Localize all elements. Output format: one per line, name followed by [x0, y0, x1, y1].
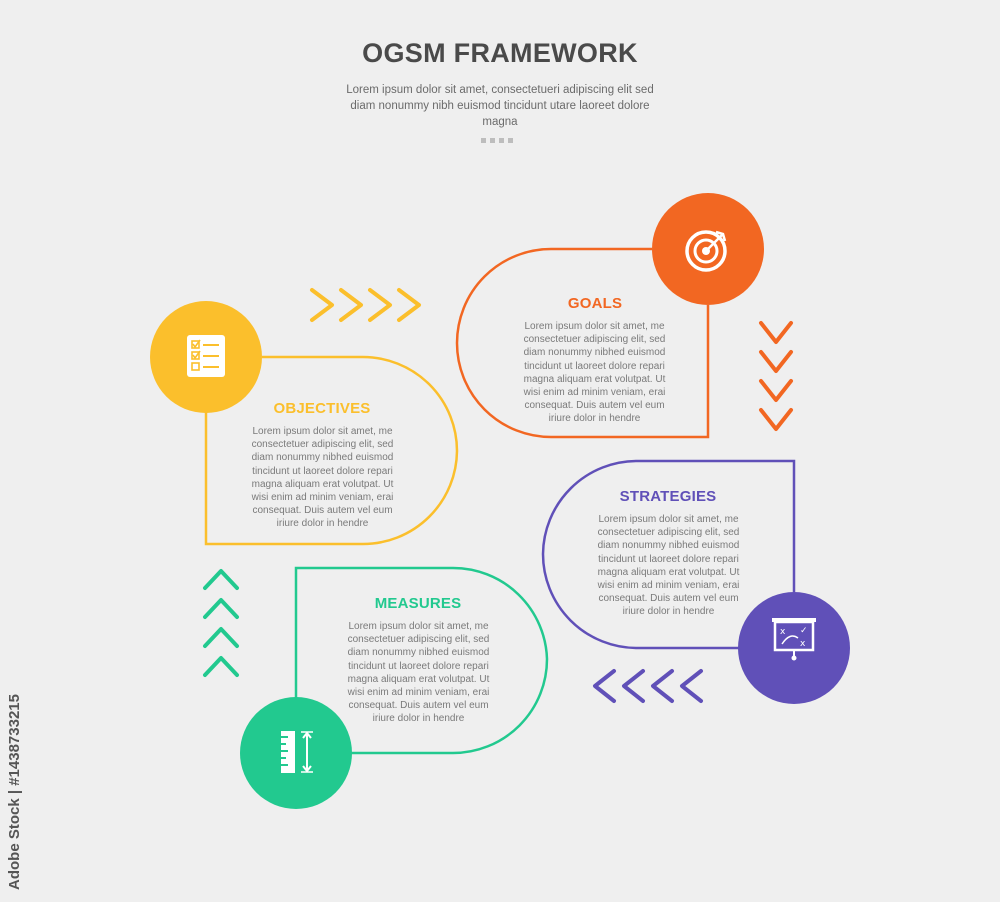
- goals-frame: [455, 247, 710, 439]
- measures-body: Lorem ipsum dolor sit amet, me consectet…: [347, 621, 490, 725]
- strategy-board-icon: x ✓ x: [772, 618, 816, 661]
- chevrons-right: [310, 288, 421, 322]
- objectives-body: Lorem ipsum dolor sit amet, me consectet…: [251, 426, 394, 530]
- measures-title: MEASURES: [374, 595, 462, 612]
- measures-circle: [240, 697, 352, 809]
- goals-title: GOALS: [567, 295, 623, 312]
- checklist-icon: [187, 335, 225, 377]
- svg-text:x: x: [780, 627, 786, 637]
- page-subtitle: Lorem ipsum dolor sit amet, consectetuer…: [346, 84, 654, 128]
- ruler-measure-icon: [281, 731, 313, 773]
- svg-text:✓: ✓: [800, 626, 808, 636]
- strategies-frame: [541, 459, 796, 650]
- strategies-title: STRATEGIES: [619, 488, 717, 505]
- page-title: OGSM FRAMEWORK: [362, 38, 638, 68]
- chevrons-left: [593, 669, 703, 703]
- goals-body: Lorem ipsum dolor sit amet, me consectet…: [523, 321, 666, 425]
- header-dots: [481, 138, 513, 143]
- stock-watermark: Adobe Stock | #1438733215: [6, 694, 23, 890]
- measures-frame: [294, 566, 549, 755]
- strategies-circle: [738, 592, 850, 704]
- svg-text:x: x: [800, 639, 806, 649]
- target-icon: [685, 230, 727, 272]
- chevrons-up: [203, 569, 239, 677]
- objectives-title: OBJECTIVES: [273, 400, 371, 417]
- strategies-body: Lorem ipsum dolor sit amet, me consectet…: [597, 514, 740, 618]
- objectives-frame: [204, 355, 459, 546]
- chevrons-down: [759, 321, 793, 431]
